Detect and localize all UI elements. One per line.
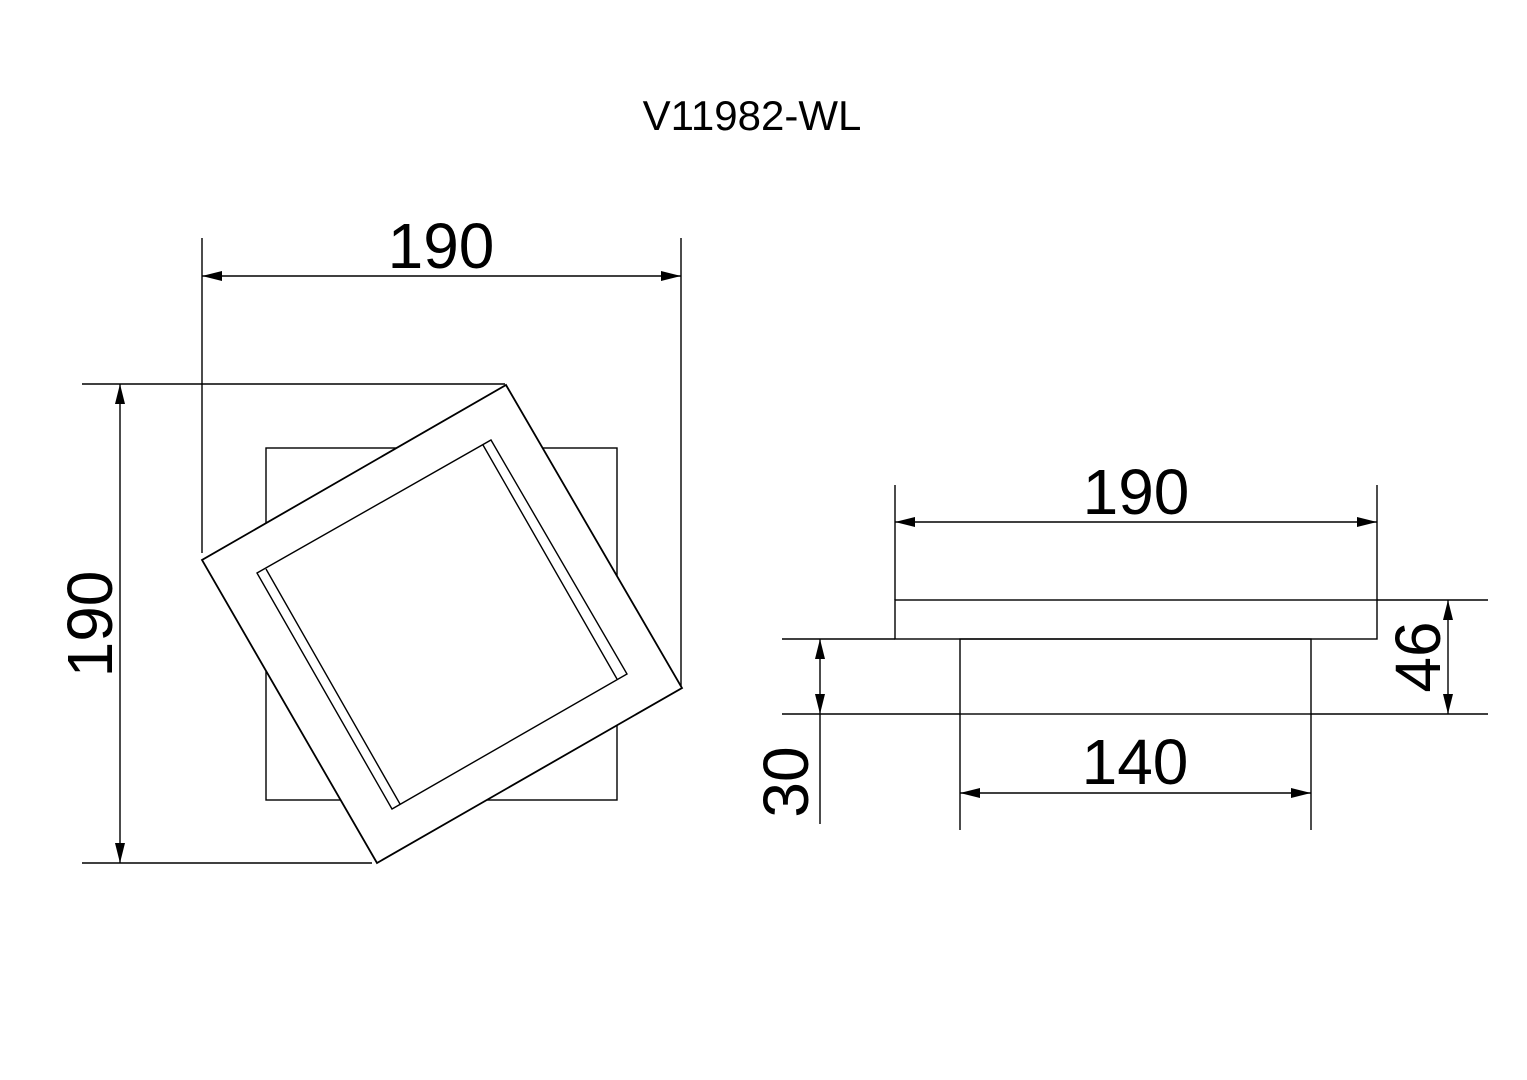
side-width-dimension: 190 xyxy=(894,456,1378,600)
front-width-label: 190 xyxy=(388,210,495,282)
side-base xyxy=(959,638,1312,715)
total-depth-label: 46 xyxy=(1382,621,1454,692)
rotated-frame xyxy=(200,383,684,865)
front-view: 190 190 xyxy=(54,210,684,865)
front-height-dimension: 190 xyxy=(54,383,505,864)
side-view: 190 46 30 140 xyxy=(750,456,1488,830)
front-height-label: 190 xyxy=(54,571,126,678)
base-width-label: 140 xyxy=(1082,726,1189,798)
front-width-dimension: 190 xyxy=(201,210,682,686)
base-depth-dimension: 30 xyxy=(750,638,960,824)
inner-panel-edges xyxy=(265,444,618,805)
side-width-label: 190 xyxy=(1083,456,1190,528)
side-frame xyxy=(894,599,1378,640)
model-title: V11982-WL xyxy=(643,92,862,139)
base-width-dimension: 140 xyxy=(959,714,1312,830)
frame-window xyxy=(256,439,628,810)
base-depth-label: 30 xyxy=(750,746,822,817)
total-depth-dimension: 46 xyxy=(1311,599,1488,715)
